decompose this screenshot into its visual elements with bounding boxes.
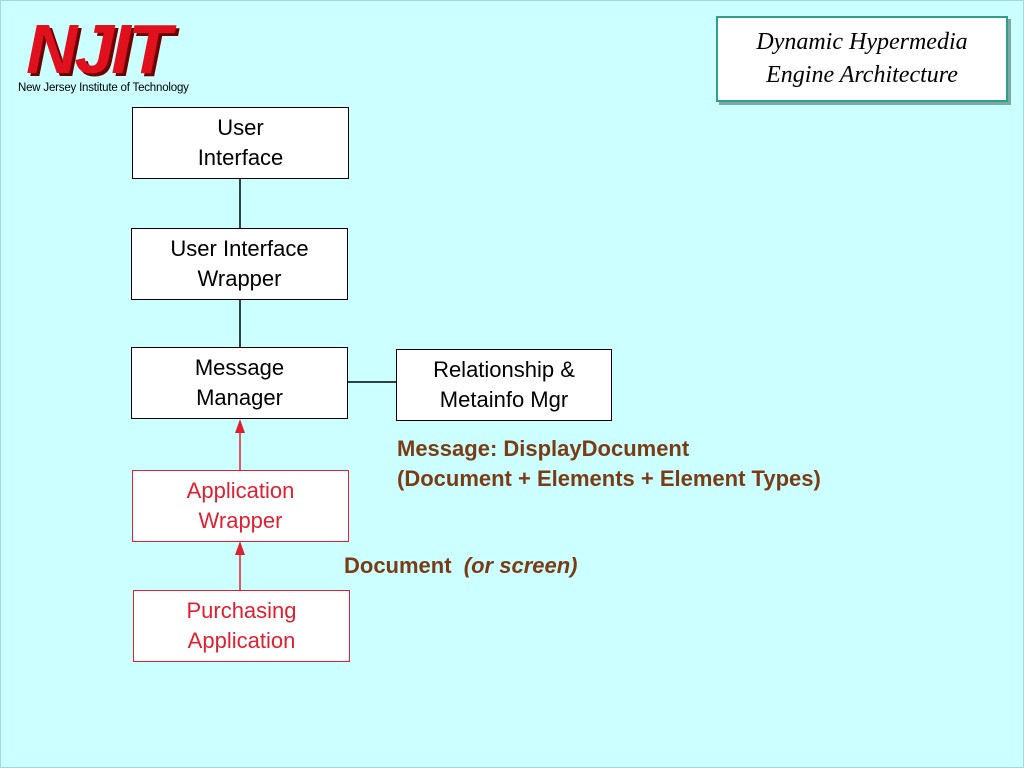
message-manager-box: Message Manager [131,347,348,419]
purchasing-line-1: Purchasing [186,598,297,623]
application-wrapper-box: Application Wrapper [132,470,349,542]
title-line-2: Engine Architecture [766,62,958,88]
logo-subtitle: New Jersey Institute of Technology [18,82,189,94]
message-manager-line-1: Message [194,355,285,380]
title-line-1: Dynamic Hypermedia [756,29,968,55]
relationship-line-1: Relationship & [433,357,575,382]
message-manager-line-2: Manager [196,385,283,410]
arrowhead-to-manager [235,419,245,433]
relationship-line-2: Metainfo Mgr [439,387,569,412]
ui-wrapper-line-1: User Interface [170,236,309,261]
purchasing-line-2: Application [187,628,296,653]
logo-wordmark: NJIT [26,10,172,88]
user-interface-box: User Interface [132,107,349,179]
njit-logo: NJIT New Jersey Institute of Technology [18,14,223,96]
arrowhead-to-app-wrapper [235,541,245,555]
user-interface-line-1: User [217,115,264,140]
application-wrapper-line-2: Wrapper [198,508,283,533]
purchasing-application-box: Purchasing Application [133,590,350,662]
message-label-line-2: (Document + Elements + Element Types) [397,466,821,491]
document-note: (or screen) [463,553,578,578]
slide-title: Dynamic Hypermedia Engine Architecture [716,16,1008,102]
application-wrapper-line-1: Application [186,478,295,503]
ui-wrapper-line-2: Wrapper [197,266,282,291]
relationship-metainfo-box: Relationship & Metainfo Mgr [396,349,612,421]
user-interface-line-2: Interface [197,145,284,170]
document-label: Document (or screen) [344,551,578,581]
message-label-line-1: Message: DisplayDocument [397,436,690,461]
document-text: Document [344,553,452,578]
ui-wrapper-box: User Interface Wrapper [131,228,348,300]
